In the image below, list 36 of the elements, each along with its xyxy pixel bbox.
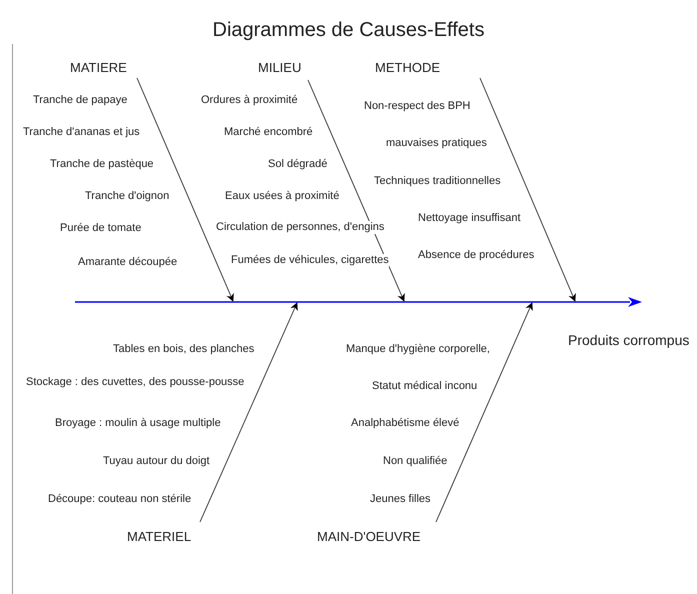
- cause-label: Amarante découpée: [78, 256, 178, 269]
- cause-label: Tuyau autour du doigt: [103, 455, 210, 468]
- cause-label: Manque d'hygiène corporelle,: [346, 343, 490, 356]
- cause-label: Broyage : moulin à usage multiple: [55, 417, 221, 430]
- arrow: [308, 80, 405, 302]
- arrow: [436, 302, 533, 522]
- cause-label: Nettoyage insuffisant: [418, 212, 521, 225]
- arrow: [480, 78, 576, 302]
- category-label: MAIN-D'OEUVRE: [317, 529, 421, 544]
- cause-label: Ordures à proximité: [201, 94, 298, 107]
- cause-label: Sol dégradé: [268, 158, 328, 171]
- effect-label: Produits corrompus: [568, 332, 690, 349]
- cause-label: Absence de procédures: [418, 249, 534, 262]
- cause-label: Tranche d'ananas et jus: [23, 126, 140, 139]
- cause-label: Stockage : des cuvettes, des pousse-pousse: [26, 376, 244, 389]
- cause-label: Eaux usées à proximité: [225, 190, 340, 203]
- category-label: MILIEU: [258, 60, 302, 75]
- cause-label: mauvaises pratiques: [386, 137, 487, 150]
- cause-label: Tranche d'oignon: [85, 190, 170, 203]
- cause-label: Tables en bois, des planches: [113, 343, 254, 356]
- diagram-title: Diagrammes de Causes-Effets: [212, 18, 486, 42]
- spine-arrow: [75, 297, 642, 307]
- cause-label: Découpe: couteau non stérile: [48, 493, 192, 506]
- cause-label: Non-respect des BPH: [364, 100, 470, 113]
- cause-label: Techniques traditionnelles: [374, 175, 501, 188]
- category-label: MATERIEL: [127, 529, 192, 544]
- cause-label: Analphabétisme élevé: [351, 417, 460, 430]
- cause-label: Non qualifiée: [383, 455, 448, 468]
- category-label: MATIERE: [70, 60, 127, 75]
- cause-label: Tranche de papaye: [33, 94, 128, 107]
- cause-label: Circulation de personnes, d'engins: [216, 221, 384, 234]
- arrow: [200, 302, 298, 522]
- category-label: METHODE: [375, 60, 440, 75]
- arrow: [136, 78, 234, 302]
- cause-label: Fumées de véhicules, cigarettes: [231, 254, 389, 267]
- cause-label: Tranche de pastèque: [50, 158, 154, 171]
